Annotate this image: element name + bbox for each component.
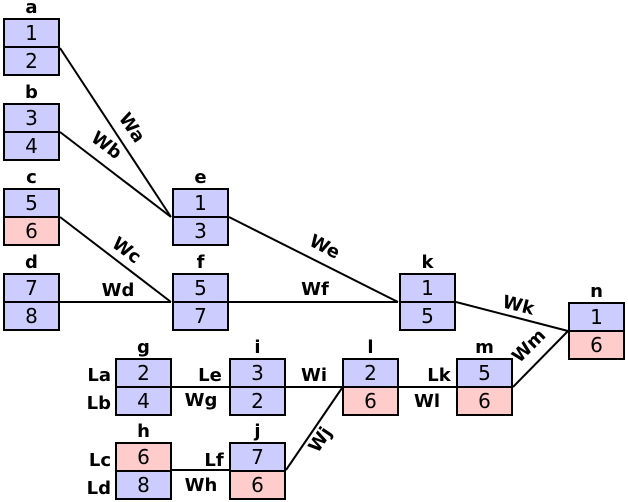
node-c-cell-1: 6	[5, 216, 58, 244]
edge-label-Lk: Lk	[427, 365, 451, 386]
node-a: a 1 2	[3, 0, 60, 76]
node-c: c 5 6	[3, 168, 60, 246]
node-n: n 1 6	[568, 282, 625, 360]
node-n-title: n	[590, 281, 603, 302]
node-k-cell-0: 1	[401, 275, 454, 301]
node-e-cell-1: 3	[174, 216, 227, 244]
edge-label-Wi: Wi	[301, 365, 327, 386]
node-d-cell-0: 7	[5, 275, 58, 301]
node-d-cell-1: 8	[5, 301, 58, 329]
node-k: k 1 5	[399, 253, 456, 331]
edge-label-Wd: Wd	[102, 280, 135, 301]
edge-label-Wb: Wb	[87, 127, 126, 164]
port-label-Ld: Ld	[87, 478, 111, 499]
node-m-cell-0: 5	[458, 360, 511, 386]
port-label-La: La	[87, 365, 111, 386]
edge-label-Wf: Wf	[301, 279, 329, 300]
node-f-title: f	[196, 252, 205, 273]
edge-label-Lf: Lf	[204, 450, 223, 471]
edge-label-Wc: Wc	[108, 233, 145, 268]
edge-e-k	[228, 216, 399, 303]
node-e: e 1 3	[172, 168, 229, 246]
node-a-cell-0: 1	[5, 20, 58, 46]
node-b-title: b	[25, 82, 38, 103]
node-d: d 7 8	[3, 253, 60, 331]
node-e-title: e	[194, 167, 207, 188]
node-f-cell-0: 5	[174, 275, 227, 301]
node-j-title: j	[254, 421, 261, 442]
node-l: l 2 6	[342, 338, 399, 416]
node-i: i 3 2	[229, 338, 286, 416]
node-h-cell-1: 8	[117, 470, 170, 498]
node-c-cell-0: 5	[5, 190, 58, 216]
node-n-cell-0: 1	[570, 304, 623, 330]
node-a-title: a	[25, 0, 38, 18]
node-f-cell-1: 7	[174, 301, 227, 329]
edge-label-Wl: Wl	[414, 391, 440, 412]
node-a-cell-1: 2	[5, 46, 58, 74]
node-l-cell-1: 6	[344, 386, 397, 414]
edge-b-e	[59, 131, 172, 218]
node-i-title: i	[254, 337, 261, 358]
node-k-title: k	[421, 252, 434, 273]
edge-m-n	[512, 330, 569, 388]
edge-label-Wg: Wg	[185, 390, 218, 411]
node-g-cell-0: 2	[117, 360, 170, 386]
node-b-cell-1: 4	[5, 131, 58, 159]
node-i-cell-1: 2	[231, 386, 284, 414]
port-label-Lc: Lc	[89, 450, 111, 471]
node-g-title: g	[137, 337, 150, 358]
node-b: b 3 4	[3, 83, 60, 161]
edge-label-Wh: Wh	[185, 475, 218, 496]
node-j: j 7 6	[229, 422, 286, 500]
node-l-title: l	[367, 337, 374, 358]
node-j-cell-1: 6	[231, 470, 284, 498]
edge-label-Le: Le	[198, 365, 222, 386]
node-m-title: m	[475, 337, 494, 358]
port-label-Lb: Lb	[87, 393, 111, 414]
node-g-cell-1: 4	[117, 386, 170, 414]
node-i-cell-0: 3	[231, 360, 284, 386]
node-f: f 5 7	[172, 253, 229, 331]
edge-label-Wm: Wm	[508, 325, 550, 367]
node-c-title: c	[26, 167, 37, 188]
node-d-title: d	[25, 252, 38, 273]
node-l-cell-0: 2	[344, 360, 397, 386]
edge-c-f	[59, 216, 172, 303]
node-m-cell-1: 6	[458, 386, 511, 414]
node-n-cell-1: 6	[570, 330, 623, 358]
edge-label-Wj: Wj	[304, 423, 336, 456]
node-e-cell-0: 1	[174, 190, 227, 216]
node-h-title: h	[137, 421, 150, 442]
node-j-cell-0: 7	[231, 444, 284, 470]
edge-a-e	[59, 47, 172, 218]
node-b-cell-0: 3	[5, 105, 58, 131]
node-h-cell-0: 6	[117, 444, 170, 470]
node-k-cell-1: 5	[401, 301, 454, 329]
node-g: g 2 4	[115, 338, 172, 416]
node-h: h 6 8	[115, 422, 172, 500]
edge-k-n	[455, 301, 569, 332]
node-m: m 5 6	[456, 338, 513, 416]
edge-j-l	[285, 387, 343, 471]
